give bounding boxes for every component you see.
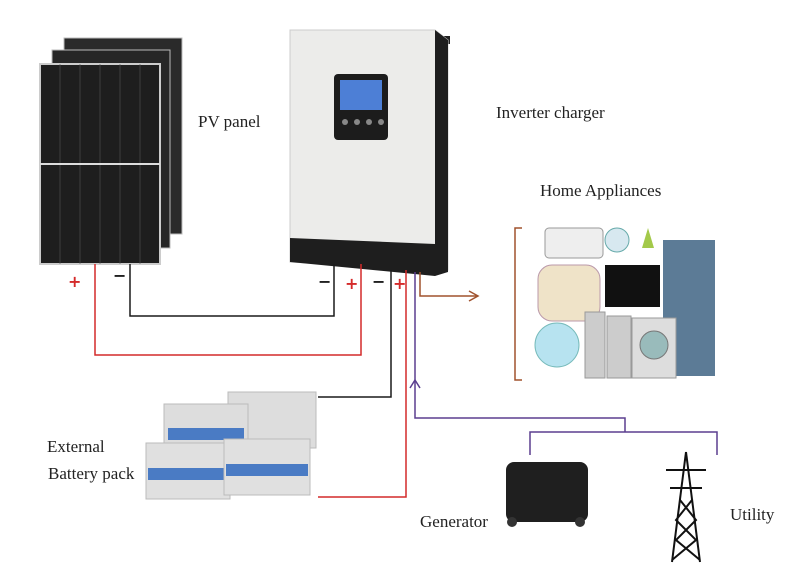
pv-negative-wire <box>129 264 335 317</box>
inverter-pv-minus-sign: − <box>318 272 332 291</box>
pv-minus-sign: − <box>113 266 127 285</box>
generator-icon <box>506 462 588 527</box>
battery-pack-icon <box>145 391 317 500</box>
utility-label: Utility <box>730 505 775 524</box>
utility-tower-icon <box>666 451 706 563</box>
ac-input-arrow <box>409 378 421 389</box>
inverter-label: Inverter charger <box>496 103 605 122</box>
ac-output-arrow <box>468 290 480 302</box>
ac-input-wire <box>414 272 626 432</box>
appliances-bracket <box>514 227 522 381</box>
home-appliances-icon <box>534 227 715 379</box>
inverter-icon <box>289 29 450 276</box>
inverter-battery-plus-sign: + <box>393 274 407 293</box>
battery-label-line2: Battery pack <box>48 464 135 483</box>
pv-positive-wire <box>94 264 362 356</box>
pv-panel-icon <box>39 37 183 265</box>
battery-negative-wire <box>318 270 392 398</box>
inverter-pv-plus-sign: + <box>345 274 359 293</box>
pv-plus-sign: + <box>68 272 82 291</box>
appliances-label: Home Appliances <box>540 181 662 200</box>
battery-label-line1: External <box>47 437 105 456</box>
inverter-battery-minus-sign: − <box>372 272 386 291</box>
pv-panel-label: PV panel <box>198 112 261 131</box>
battery-positive-wire <box>318 270 407 498</box>
source-bracket <box>529 431 718 455</box>
generator-label: Generator <box>420 512 488 531</box>
ac-output-wire <box>419 272 478 297</box>
